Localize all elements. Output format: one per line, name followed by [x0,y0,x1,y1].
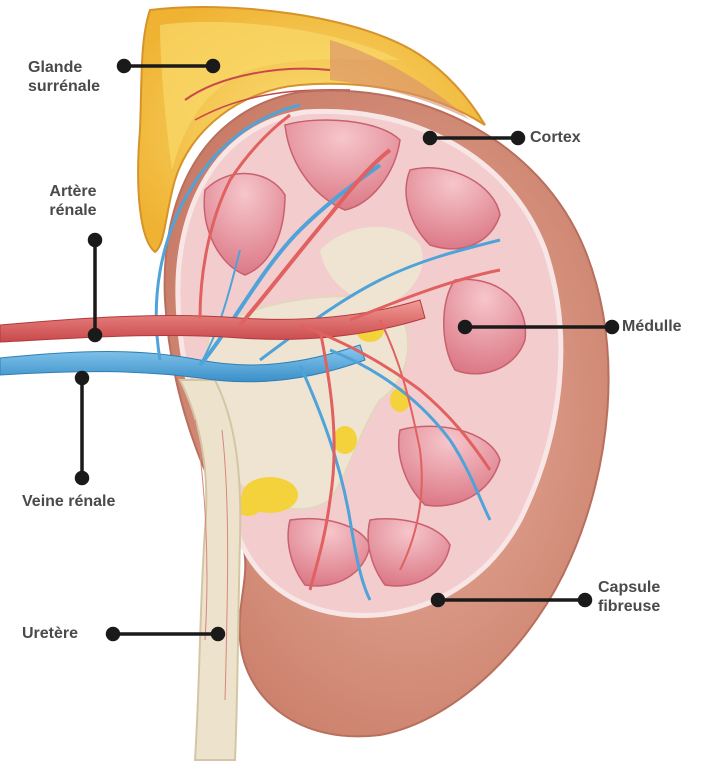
label-ureter-text: Uretère [22,624,78,643]
label-capsule-line2: fibreuse [598,597,660,616]
label-adrenal-line2: surrénale [28,77,100,96]
label-artery-line2: rénale [33,201,113,220]
label-cortex: Cortex [530,128,581,147]
label-medulla-text: Médulle [622,317,682,336]
label-artery-line1: Artère [33,182,113,201]
label-capsule-line1: Capsule [598,578,660,597]
ureter [180,380,240,760]
label-adrenal-line1: Glande [28,58,100,77]
label-adrenal-gland: Glande surrénale [28,58,100,96]
label-cortex-text: Cortex [530,128,581,147]
label-vein-text: Veine rénale [22,492,115,511]
label-renal-vein: Veine rénale [22,492,115,511]
label-medulla: Médulle [622,317,682,336]
label-renal-artery: Artère rénale [33,182,113,220]
label-ureter: Uretère [22,624,78,643]
label-fibrous-capsule: Capsule fibreuse [598,578,660,616]
